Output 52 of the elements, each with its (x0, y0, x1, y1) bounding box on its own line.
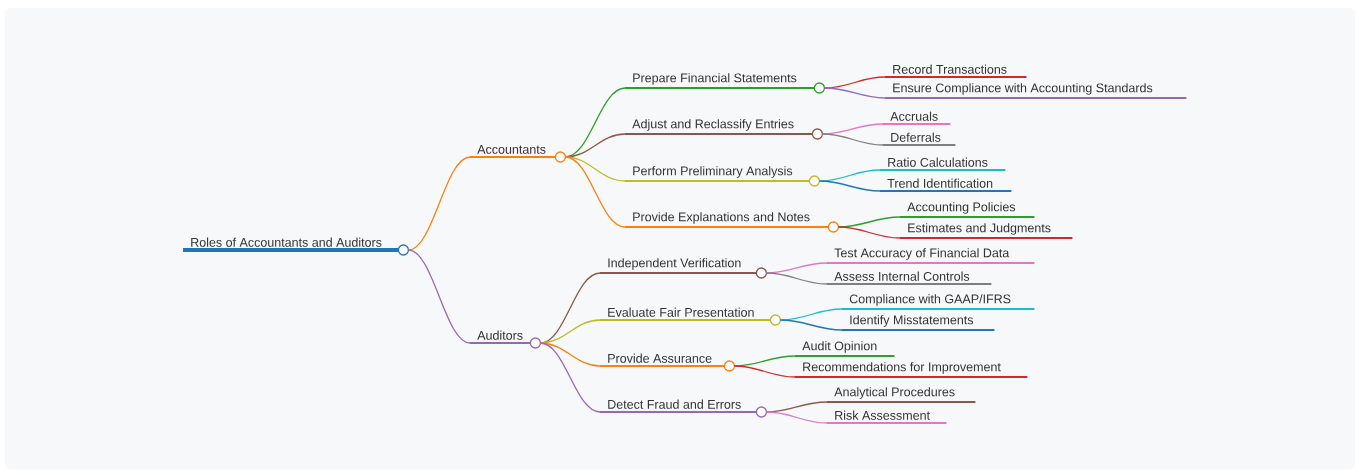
topic-branch: Detect Fraud and Errors (599, 399, 768, 418)
node-label: Provide Assurance (608, 353, 712, 363)
node-label: Detect Fraud and Errors (608, 399, 741, 409)
node-label: Roles of Accountants and Auditors (191, 237, 382, 247)
subtopic-leaf: Trend Identification (879, 178, 1013, 192)
subtopic-leaf: Accruals (882, 111, 952, 125)
topic-branch: Perform Preliminary Analysis (624, 166, 821, 187)
subtopic-leaf: Estimates and Judgments (899, 223, 1074, 239)
node-label: Perform Preliminary Analysis (633, 166, 793, 178)
subtopic-leaf: Risk Assessment (826, 410, 948, 424)
node-label: Prepare Financial Statements (633, 73, 797, 85)
topic-branch: Provide Explanations and Notes (624, 212, 840, 233)
branch-connector (765, 411, 828, 424)
node-label: Adjust and Reclassify Entries (632, 119, 794, 131)
subtopic-leaf: Assess Internal Controls (826, 271, 993, 285)
topic-branch: Prepare Financial Statements (624, 73, 826, 94)
subtopic-leaf: Recommendations for Improvement (794, 362, 1029, 378)
branch-connector (407, 249, 471, 344)
topic-branch: Independent Verification (599, 258, 768, 279)
subtopic-leaf: Ratio Calculations (879, 157, 1007, 171)
branch-connector (765, 272, 828, 285)
root-topic: Roles of Accountants and Auditors (183, 237, 410, 256)
node-label: Evaluate Fair Presentation (608, 307, 754, 317)
branch-connector (837, 226, 901, 239)
branch-connector (779, 319, 843, 331)
subtopic-leaf: Deferrals (882, 132, 957, 146)
branch-connector (407, 156, 471, 251)
node-label: Auditors (477, 330, 523, 340)
topic-branch: Auditors (469, 330, 542, 349)
branch-connector (818, 180, 881, 192)
node-label: Provide Explanations and Notes (633, 212, 810, 224)
subtopic-leaf: Audit Opinion (794, 341, 896, 357)
branch-connector (733, 365, 796, 378)
subtopic-leaf: Ensure Compliance with Accounting Standards (884, 83, 1188, 99)
subtopic-leaf: Accounting Policies (899, 202, 1036, 218)
subtopic-leaf: Identify Misstatements (841, 315, 996, 331)
topic-branch: Provide Assurance (599, 353, 736, 372)
topic-branch: Adjust and Reclassify Entries (624, 119, 824, 140)
branch-connector (564, 156, 626, 182)
topic-branch: Evaluate Fair Presentation (599, 307, 782, 326)
node-label: Accountants (477, 145, 546, 154)
branch-connector (564, 156, 626, 228)
subtopic-leaf: Test Accuracy of Financial Data (826, 248, 1036, 264)
topic-branch: Accountants (469, 145, 567, 163)
subtopic-leaf: Compliance with GAAP/IFRS (841, 294, 1036, 310)
branch-connector (539, 342, 601, 413)
subtopic-leaf: Record Transactions (884, 64, 1028, 78)
subtopic-leaf: Analytical Procedures (826, 387, 977, 403)
node-label: Independent Verification (608, 258, 741, 270)
branch-connector (823, 87, 886, 99)
branch-connector (539, 342, 601, 367)
branch-connector (821, 133, 884, 146)
